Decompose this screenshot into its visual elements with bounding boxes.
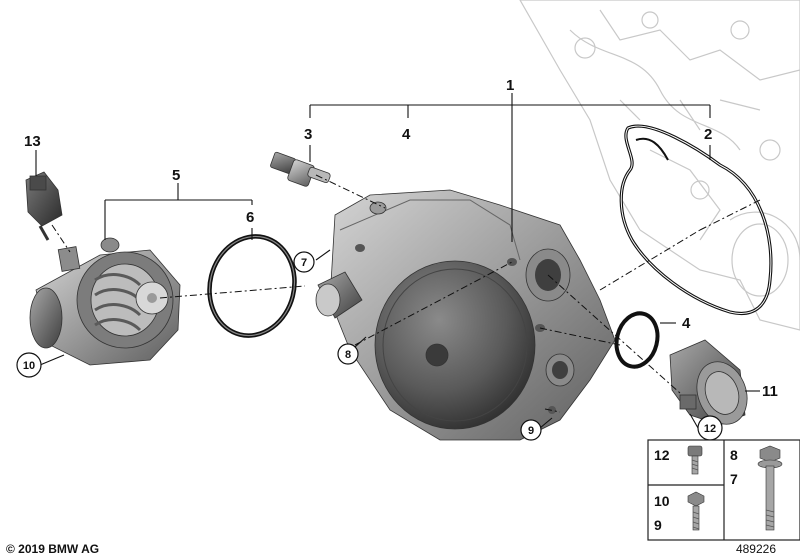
svg-text:10: 10 xyxy=(23,360,35,372)
inset-label-8: 8 xyxy=(730,447,738,463)
callout-2: 2 xyxy=(704,126,712,143)
callout-9: 9 xyxy=(520,419,542,441)
callout-4-upper: 4 xyxy=(402,126,411,143)
inset-label-10: 10 xyxy=(654,493,670,509)
inset-label-9: 9 xyxy=(654,517,662,533)
callout-12: 12 xyxy=(697,415,723,441)
callout-3: 3 xyxy=(304,126,312,143)
callout-6: 6 xyxy=(246,209,254,226)
bolt-10-icon xyxy=(687,491,705,531)
copyright-text: © 2019 BMW AG xyxy=(6,542,100,556)
callout-8: 8 xyxy=(337,343,359,365)
o-ring-6-part xyxy=(207,234,297,338)
long-bolt-8-icon xyxy=(757,445,783,531)
inset-label-7: 7 xyxy=(730,471,738,487)
bolt-12-icon xyxy=(687,445,703,475)
inset-label-12: 12 xyxy=(654,447,670,463)
thermostat-connector-part xyxy=(25,171,63,241)
callout-4-lower: 4 xyxy=(682,315,691,332)
svg-text:9: 9 xyxy=(528,425,534,437)
diagram-id-text: 489226 xyxy=(735,542,776,556)
callout-1: 1 xyxy=(506,77,514,94)
callout-13: 13 xyxy=(24,133,41,150)
leader-lines xyxy=(35,93,761,429)
callout-5: 5 xyxy=(172,167,180,184)
pipe-connection-part xyxy=(669,339,748,426)
callout-7: 7 xyxy=(293,251,315,273)
o-ring-4-part xyxy=(614,311,660,369)
fastener-inset: 12 10 9 8 7 xyxy=(647,439,800,541)
svg-text:12: 12 xyxy=(704,423,716,435)
callout-11: 11 xyxy=(762,383,778,400)
thermostat-part xyxy=(29,237,181,366)
water-pump-part xyxy=(315,189,616,441)
svg-text:7: 7 xyxy=(301,257,307,269)
svg-text:8: 8 xyxy=(345,349,351,361)
temperature-sensor-part xyxy=(270,151,331,187)
callout-10: 10 xyxy=(16,352,42,378)
gasket-part xyxy=(619,124,773,315)
